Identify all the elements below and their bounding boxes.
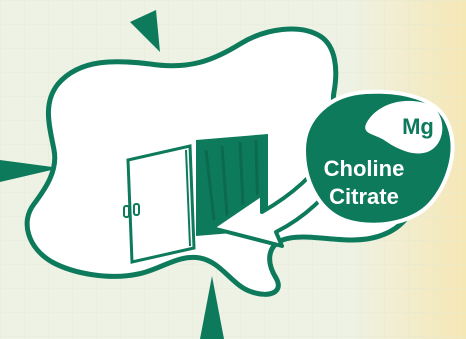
compound-badge	[301, 89, 455, 227]
compound-label-line1: Choline	[324, 156, 405, 181]
decorative-triangle-icon	[130, 10, 160, 52]
compound-label-line2: Citrate	[329, 184, 399, 209]
decorative-triangle-icon	[200, 276, 224, 339]
element-label: Mg	[402, 114, 434, 139]
decorative-triangle-icon	[0, 160, 60, 182]
